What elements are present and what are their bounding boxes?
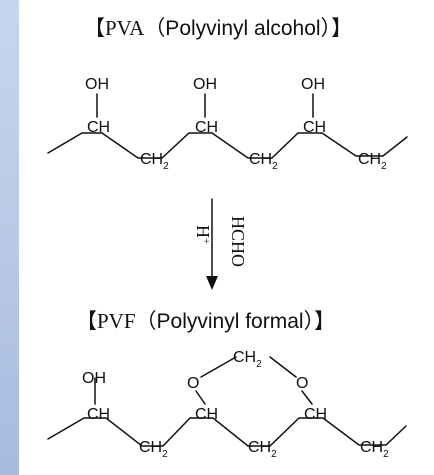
title-open-bracket: 【 (76, 309, 97, 333)
pva-hydroxyl-label: OH (301, 76, 325, 93)
pva-methylene-label: CH2 (249, 151, 278, 172)
pvf-methylene-label: CH2 (139, 439, 168, 460)
title-open-bracket: 【 (84, 16, 105, 40)
pvf-ring-oxygen-label: O (296, 375, 308, 392)
pvf-methylene-label: CH2 (248, 439, 277, 460)
pvf-hydroxyl-label: OH (82, 370, 106, 387)
pvf-methine-label: CH (304, 406, 327, 423)
title-close-bracket: 】 (331, 16, 353, 40)
pva-title: 【PVA（Polyvinyl alcohol）】 (84, 16, 353, 40)
pvf-methine-label: CH (195, 406, 218, 423)
title-full-name: （Polyvinyl formal） (135, 310, 315, 333)
pva-methylene-label: CH2 (358, 151, 387, 172)
reaction-catalyst-label: H+ (193, 225, 213, 244)
title-close-bracket: 】 (314, 309, 336, 333)
reaction-reagent-label: HCHO (228, 216, 248, 267)
pvf-title: 【PVF（Polyvinyl formal）】 (76, 309, 336, 333)
pva-hydroxyl-label: OH (193, 76, 217, 93)
pva-hydroxyl-label: OH (85, 76, 109, 93)
pvf-ring-oxygen-label: O (187, 375, 199, 392)
reaction-arrowhead (206, 276, 218, 290)
title-full-name: （Polyvinyl alcohol） (144, 17, 332, 40)
slide-accent-bar (0, 0, 19, 475)
pvf-acetal-ring (195, 356, 313, 405)
pva-backbone (47, 132, 408, 159)
pva-methine-label: CH (195, 119, 218, 136)
pvf-methylene-label: CH2 (360, 439, 389, 460)
pvf-backbone (47, 417, 407, 447)
pva-methine-label: CH (303, 119, 326, 136)
pva-methylene-label: CH2 (140, 151, 169, 172)
title-abbreviation: PVA (105, 16, 145, 40)
pvf-ring-methylene-label: CH2 (233, 349, 262, 370)
pva-methine-label: CH (87, 119, 110, 136)
pvf-methine-label: CH (87, 406, 110, 423)
title-abbreviation: PVF (97, 309, 136, 333)
